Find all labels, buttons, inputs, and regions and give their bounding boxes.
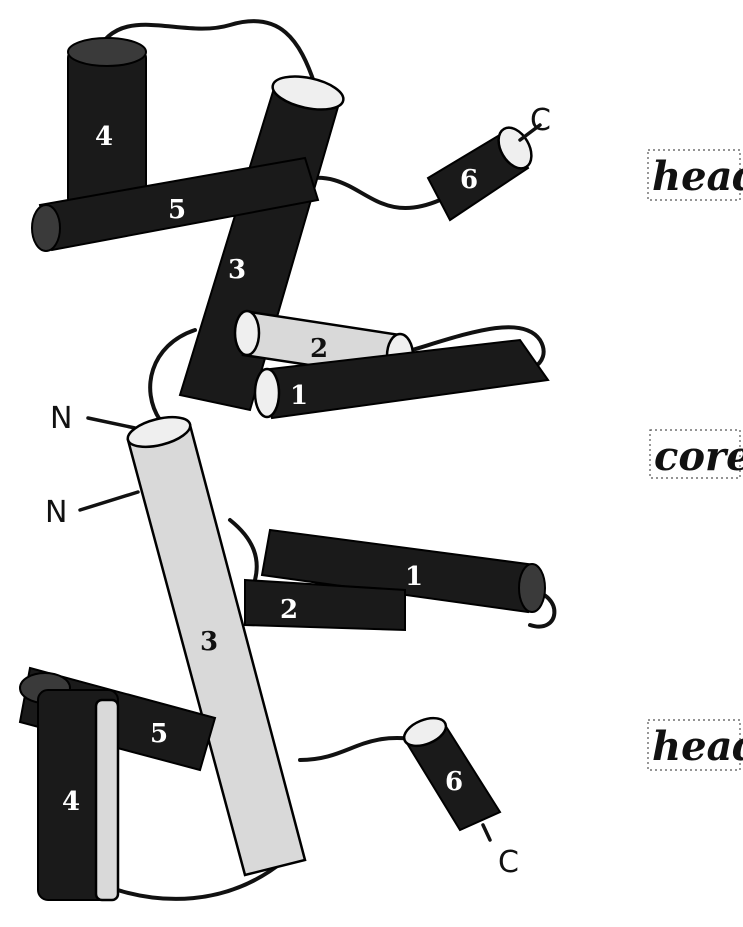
n-terminus-upper: N [50, 401, 72, 436]
bottom-helix-4-label: 4 [62, 787, 80, 817]
loop-top-5-to-6 [300, 178, 440, 208]
bottom-helix-4: 4 [38, 690, 118, 900]
bottom-helix-3: 3 [125, 412, 305, 875]
n-terminus-upper-line [88, 418, 135, 428]
loop-core-cross [230, 520, 257, 580]
bottom-helix-2: 2 [245, 580, 405, 630]
c-terminus-bottom: C [498, 845, 519, 880]
bottom-helix-6: 6 [400, 713, 500, 840]
top-helix-1-label: 1 [290, 381, 308, 411]
region-middle-text: core [654, 433, 743, 480]
n-terminus-lower-line [80, 492, 138, 510]
top-helix-6-label: 6 [460, 165, 478, 195]
bottom-helix-5-label: 5 [150, 719, 168, 749]
top-helix-4: 4 [68, 38, 146, 208]
bottom-helix-6-label: 6 [445, 767, 463, 797]
top-helix-5-label: 5 [168, 195, 186, 225]
region-label-core: core [650, 430, 743, 480]
top-helix-2-label: 2 [310, 334, 328, 364]
c-terminus-top: C [530, 103, 551, 138]
top-helix-3-label: 3 [228, 255, 246, 285]
bottom-helix-3-label: 3 [200, 627, 218, 657]
bottom-helix-2-label: 2 [280, 595, 298, 625]
n-terminus-lower: N [45, 495, 67, 530]
bottom-helix-1-label: 1 [405, 562, 423, 592]
top-helix-4-label: 4 [95, 122, 113, 152]
region-label-top-head: head [648, 150, 743, 200]
loop-bottom-3-to-6 [300, 738, 420, 760]
top-helix-6: 6 [428, 122, 540, 220]
region-bottom-text: head [652, 723, 743, 770]
region-label-bottom-head: head [648, 720, 743, 770]
region-top-text: head [652, 153, 743, 200]
